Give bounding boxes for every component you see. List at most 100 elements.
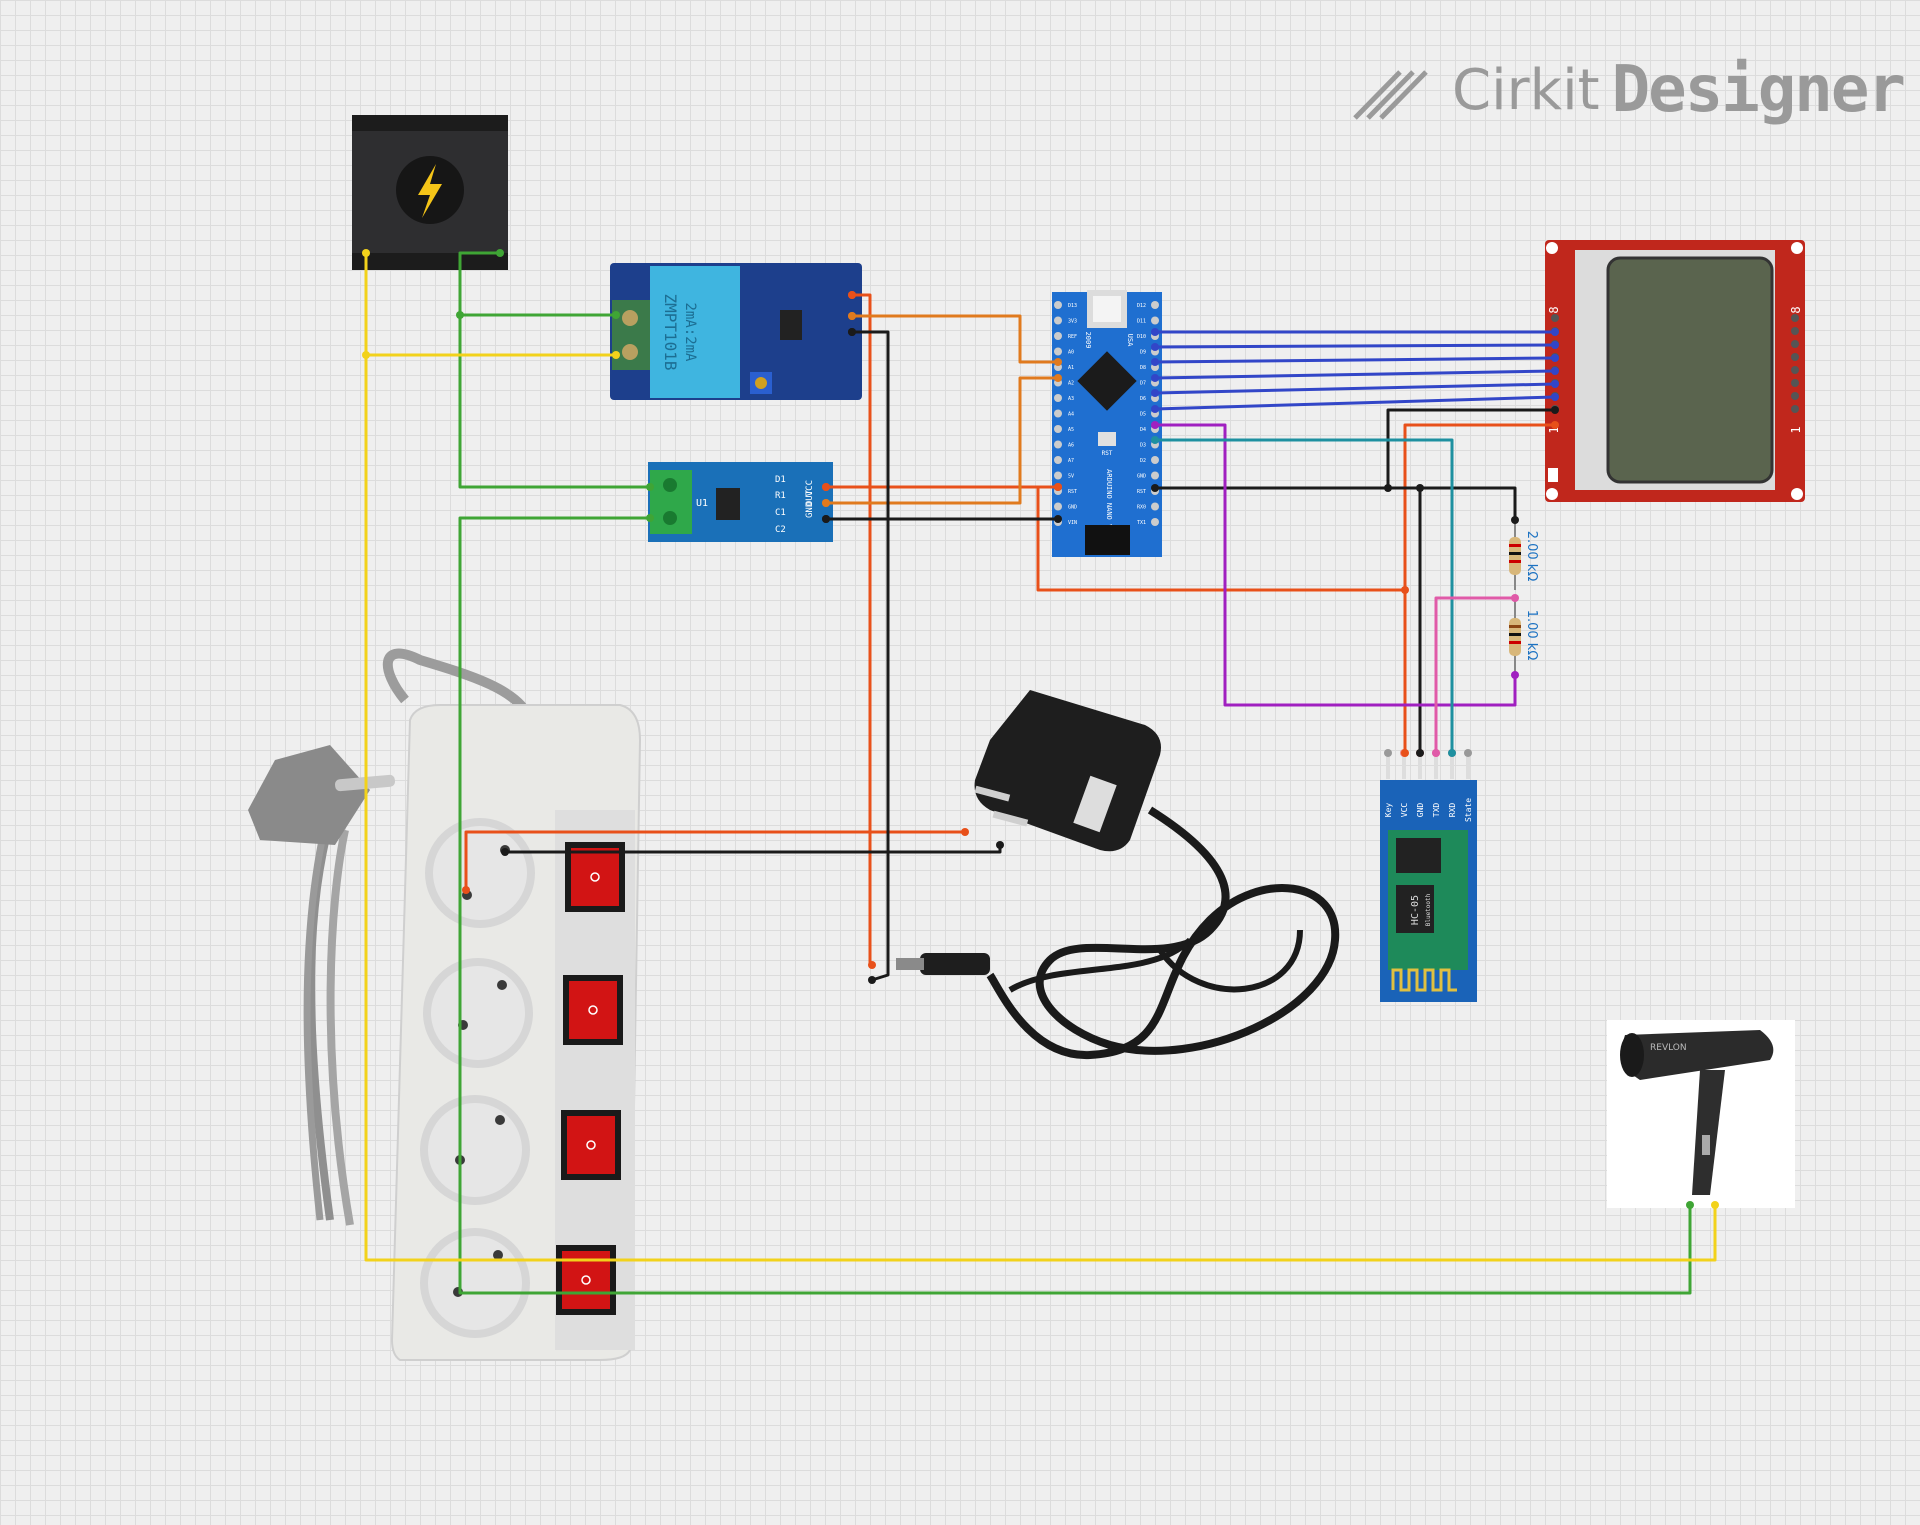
wire-endpoint <box>1511 594 1519 602</box>
ac-power-source[interactable] <box>352 115 508 270</box>
strip-switch-3[interactable] <box>561 1110 621 1180</box>
resistor-1k[interactable]: 1.00 kΩ <box>1509 598 1539 675</box>
wire-endpoint <box>456 311 464 319</box>
nano-pin-right <box>1151 471 1159 480</box>
wire-endpoint <box>462 886 470 894</box>
svg-text:ZMPT101B: ZMPT101B <box>661 293 680 370</box>
socket-2[interactable] <box>423 958 533 1068</box>
power-strip[interactable] <box>248 648 642 1361</box>
wire-endpoint <box>1151 405 1159 413</box>
socket-4[interactable] <box>420 1228 530 1338</box>
nano-pin-label: A0 <box>1068 350 1074 356</box>
wire-endpoint <box>646 514 654 522</box>
nano-pin-label: A2 <box>1068 381 1074 387</box>
wire-endpoint <box>961 828 969 836</box>
wire-endpoint <box>612 311 620 319</box>
strip-switch-4[interactable] <box>556 1245 616 1315</box>
acs-current-sensor[interactable]: U1 D1 R1 C1 C2 VCC OUT GND <box>648 462 833 542</box>
wire-endpoint <box>848 312 856 320</box>
wire-teal[interactable] <box>1155 438 1454 753</box>
zmpt101b-voltage-sensor[interactable]: ZMPT101B 2mA:2mA <box>610 263 862 400</box>
wire-endpoint <box>1054 483 1062 491</box>
wire-orange[interactable] <box>1403 423 1555 590</box>
wire-orange[interactable] <box>1036 485 1407 753</box>
nano-pin-label: GND <box>1068 505 1077 511</box>
wire-purple[interactable] <box>1155 423 1517 707</box>
hair-dryer[interactable]: REVLON <box>1607 1020 1795 1208</box>
wire-endpoint <box>501 848 509 856</box>
nano-pin-left <box>1054 456 1062 464</box>
wire-black[interactable] <box>852 330 890 982</box>
strip-switch-1[interactable] <box>565 842 625 912</box>
socket-1[interactable] <box>425 818 535 928</box>
hc05-pin <box>1464 749 1472 757</box>
wire-amber[interactable] <box>852 314 1058 364</box>
nano-pin-left <box>1054 471 1062 480</box>
svg-text:8: 8 <box>1547 306 1561 313</box>
wire-blue[interactable] <box>1154 369 1556 380</box>
nano-pin-label: VIN <box>1068 520 1077 526</box>
brand-logo: Cirkit Designer <box>1350 50 1906 130</box>
wire-blue[interactable] <box>1154 382 1556 395</box>
nano-pin-label: A7 <box>1068 458 1074 464</box>
wire-endpoint <box>1511 516 1519 524</box>
svg-text:USA: USA <box>1126 334 1134 347</box>
nano-pin-label: D13 <box>1068 303 1077 309</box>
hc05-pin-label: GND <box>1416 803 1425 818</box>
wire-blue[interactable] <box>1154 395 1556 411</box>
nano-pin-right <box>1151 518 1159 526</box>
wire-endpoint <box>1151 436 1159 444</box>
power-adapter[interactable] <box>896 690 1340 1060</box>
socket-3[interactable] <box>420 1095 530 1205</box>
nokia5110-lcd[interactable]: 8 1 8 1 <box>1545 240 1805 502</box>
nano-pin-label: D9 <box>1140 350 1146 356</box>
wire-green[interactable] <box>458 251 616 317</box>
wire-endpoint <box>1416 484 1424 492</box>
nano-pin-right <box>1151 502 1159 511</box>
nano-pin-left <box>1054 425 1062 433</box>
nano-pin-label: D11 <box>1137 319 1146 325</box>
wire-pink[interactable] <box>1434 596 1515 753</box>
wire-green[interactable] <box>458 315 650 489</box>
wire-endpoint <box>362 249 370 257</box>
wire-endpoint <box>612 351 620 359</box>
hc05-pin-label: RXD <box>1448 803 1457 818</box>
brand-name-light: Cirkit <box>1452 57 1600 123</box>
hc05-pin-label: TXD <box>1432 803 1441 818</box>
wire-black[interactable] <box>1386 408 1555 488</box>
hc05-pin-leg <box>1466 757 1470 779</box>
nano-pin-label: D12 <box>1137 303 1146 309</box>
nano-pin-label: A3 <box>1068 396 1074 402</box>
strip-switch-2[interactable] <box>563 975 623 1045</box>
resistor-2k[interactable]: 2.00 kΩ <box>1509 520 1539 590</box>
wire-endpoint <box>1151 389 1159 397</box>
wire-green[interactable] <box>458 516 1692 1295</box>
wire-black[interactable] <box>1155 486 1517 520</box>
wire-endpoint <box>822 515 830 523</box>
svg-text:ARDUINO NANO V3.0: ARDUINO NANO V3.0 <box>1105 469 1113 541</box>
wire-orange[interactable] <box>464 830 965 890</box>
nano-pin-left <box>1054 316 1062 325</box>
wire-blue[interactable] <box>1154 343 1556 349</box>
lcd-pin <box>1791 314 1799 322</box>
lcd-screen <box>1606 256 1774 484</box>
nano-reset-button[interactable] <box>1098 432 1116 446</box>
wire-endpoint <box>822 499 830 507</box>
wire-blue[interactable] <box>1154 356 1556 364</box>
wire-endpoint <box>362 351 370 359</box>
dc-barrel-plug <box>920 953 990 975</box>
svg-text:REVLON: REVLON <box>1650 1043 1687 1053</box>
svg-text:2009: 2009 <box>1084 332 1092 349</box>
hc05-pin-label: VCC <box>1400 803 1409 818</box>
nano-pin-label: 5V <box>1068 474 1074 480</box>
wire-endpoint <box>1054 374 1062 382</box>
wire-amber[interactable] <box>826 376 1058 505</box>
nano-pin-left <box>1054 347 1062 356</box>
hc05-pin-leg <box>1418 757 1422 779</box>
wire-endpoint <box>1401 586 1409 594</box>
wire-yellow[interactable] <box>364 355 1717 1262</box>
wire-endpoint <box>1384 484 1392 492</box>
